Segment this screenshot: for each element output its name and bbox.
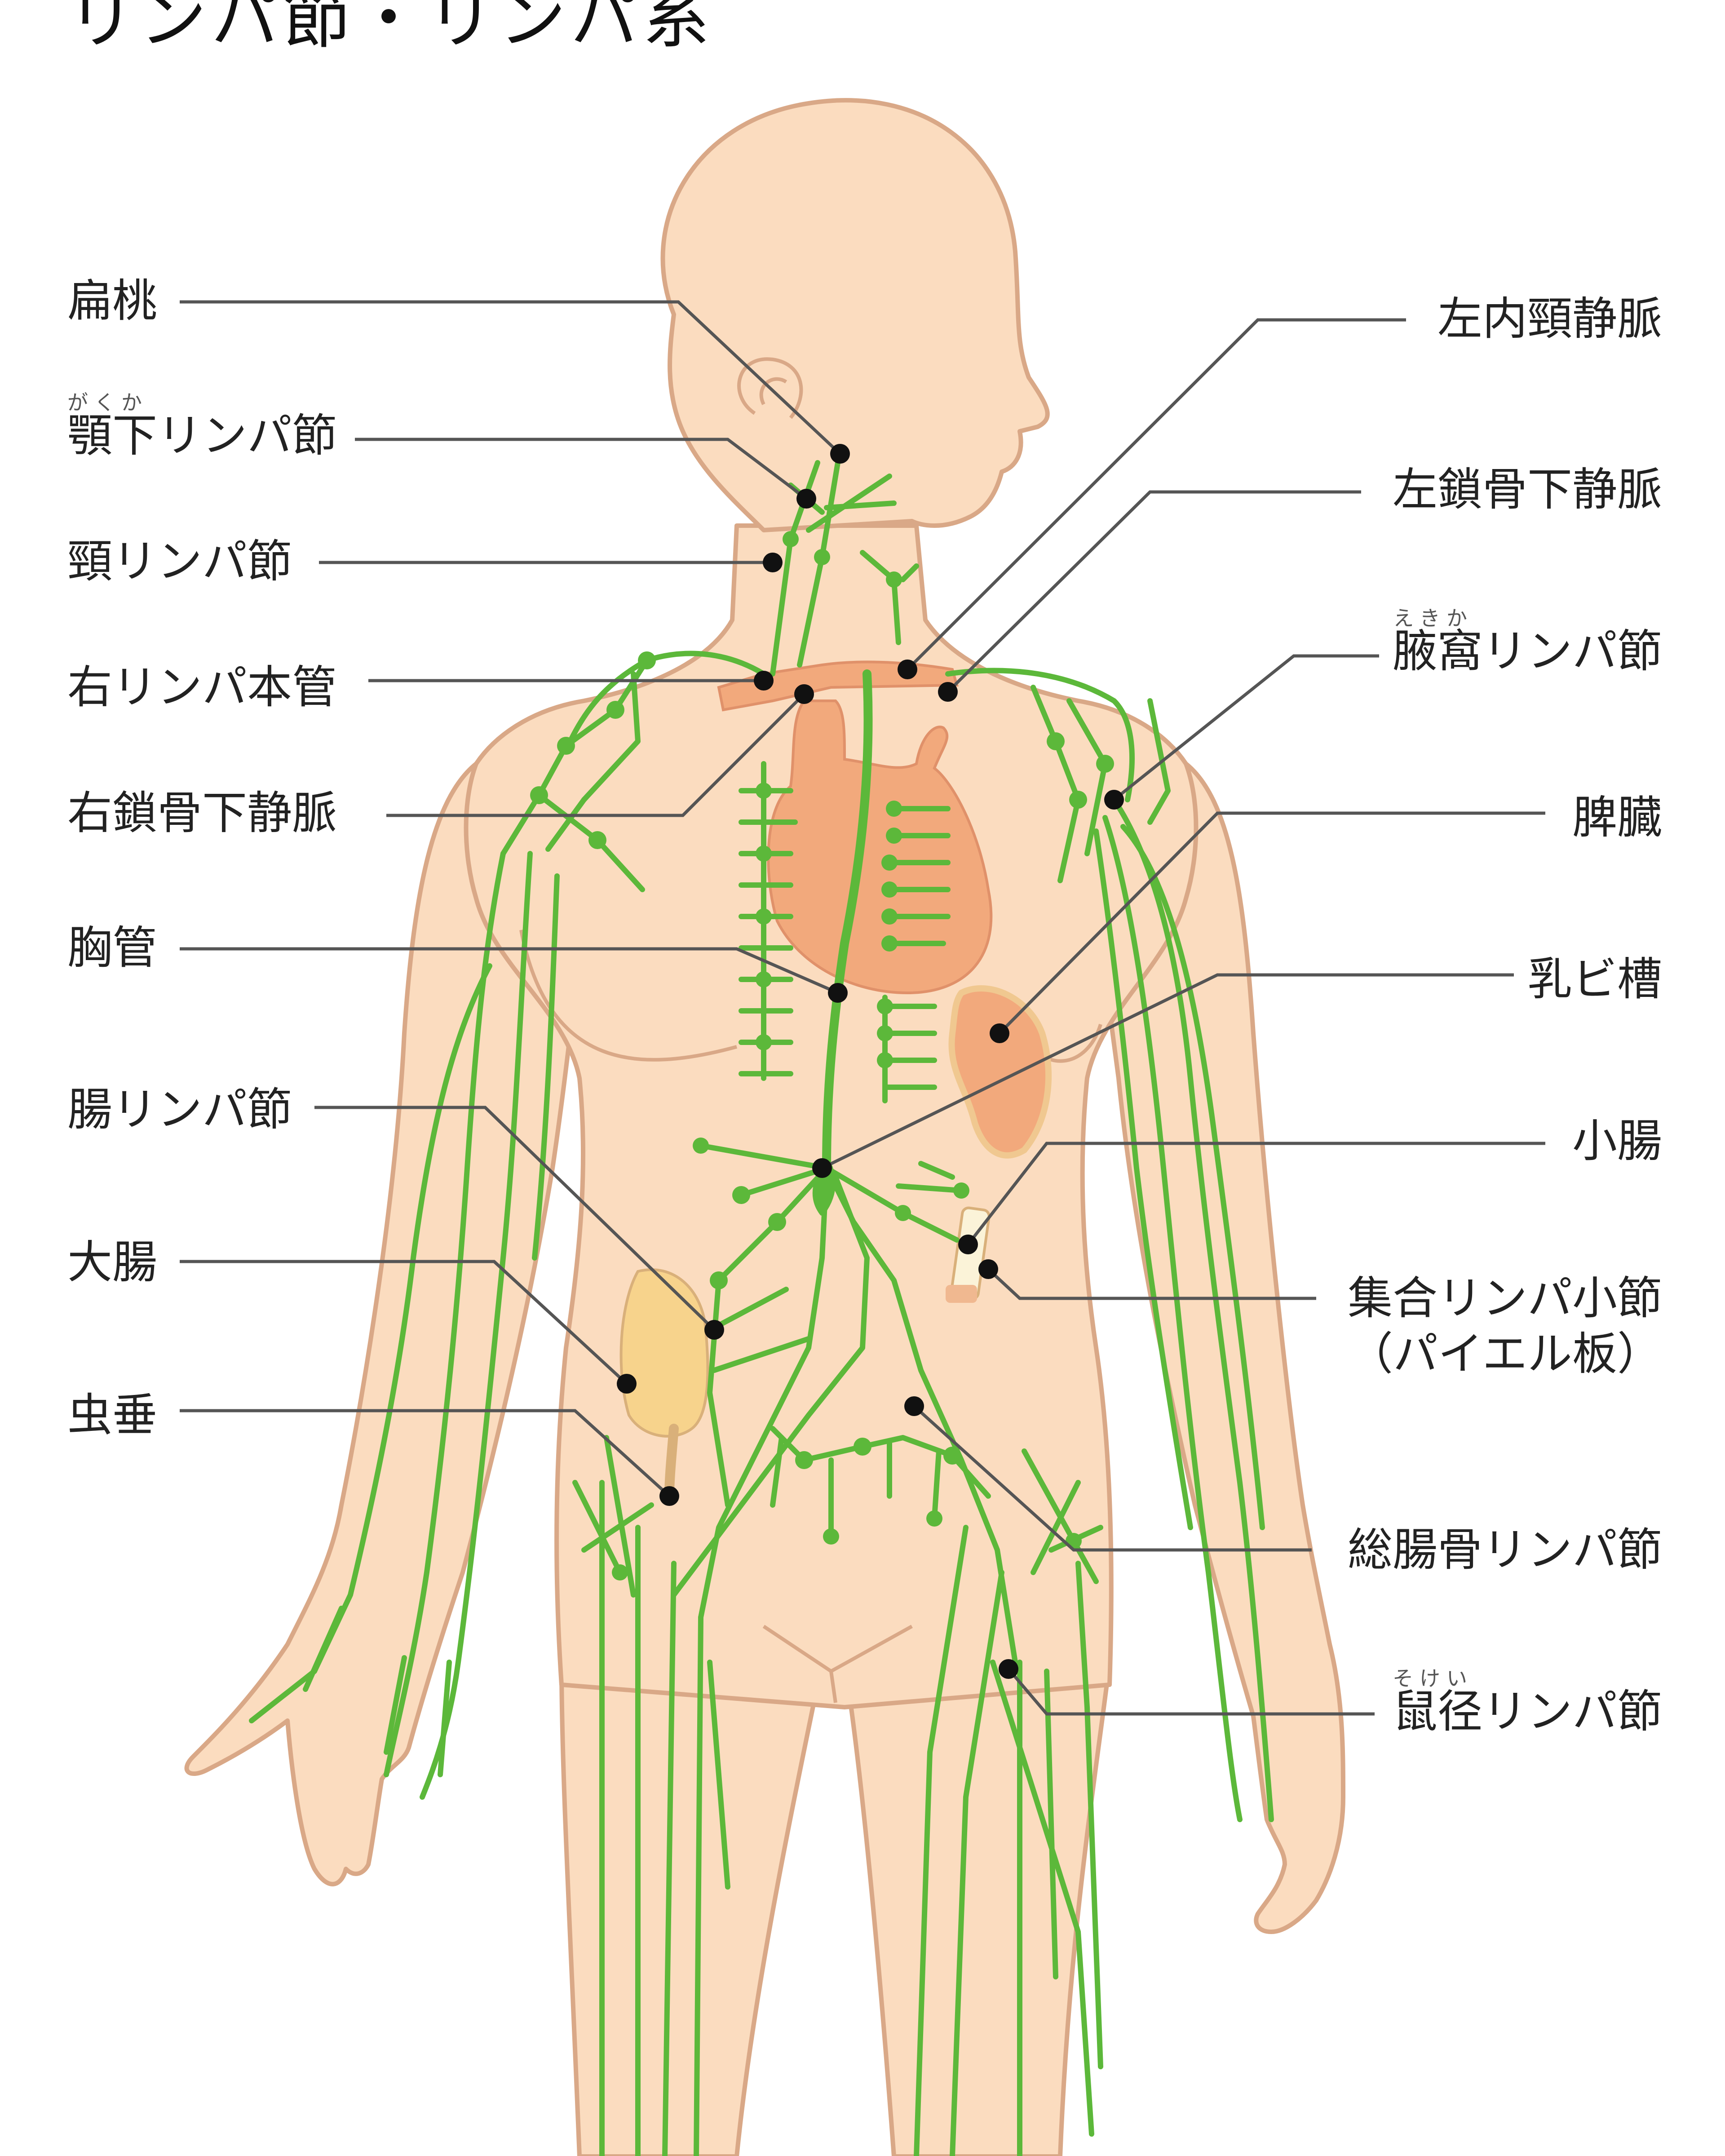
- label-text: 集合リンパ小節: [1348, 1272, 1662, 1324]
- ruby-inguinal-lymph-node: そけい: [1393, 1666, 1473, 1691]
- spleen-marker-dot: [990, 1023, 1009, 1043]
- label-text: 脾臓: [1572, 791, 1662, 844]
- appendix-leader-line: [180, 1409, 671, 1497]
- spleen-leader-line: [998, 811, 1545, 1035]
- ear-outline: [737, 357, 803, 419]
- small-intestine-marker-dot: [958, 1235, 978, 1254]
- label-spleen: 脾臓: [1572, 795, 1662, 840]
- left-internal-jugular-vein-leader-line: [906, 318, 1406, 671]
- label-small-intestine: 小腸: [1572, 1119, 1662, 1164]
- label-text: 左鎖骨下静脈: [1393, 463, 1662, 516]
- subclavian-veins: [717, 660, 959, 712]
- inguinal-lymph-node-marker-dot: [999, 1659, 1018, 1679]
- label-left-subclavian-vein: 左鎖骨下静脈: [1393, 467, 1662, 512]
- peyers-patches-marker-dot: [978, 1259, 998, 1279]
- inguinal-lymph-node-leader-line: [1007, 1668, 1375, 1716]
- label-peyers-patches: 集合リンパ小節（パイエル板）: [1348, 1276, 1662, 1377]
- large-intestine-marker-dot: [617, 1374, 637, 1394]
- label-cisterna-chyli: 乳ビ槽: [1527, 957, 1662, 1002]
- right-lymphatic-duct-marker-dot: [754, 671, 774, 691]
- label-left-internal-jugular-vein: 左内頸静脈: [1438, 297, 1662, 341]
- ruby-submandibular-lymph-node: がくか: [67, 390, 148, 415]
- peyers-patches-leader-line: [987, 1268, 1316, 1300]
- ruby-axillary-lymph-node: えきか: [1393, 606, 1473, 630]
- label-text: 顎下リンパ節: [67, 409, 337, 462]
- label-right-subclavian-vein: 右鎖骨下静脈: [67, 791, 337, 836]
- label-text: 乳ビ槽: [1527, 953, 1662, 1005]
- axillary-lymph-node-leader-line: [1113, 654, 1379, 801]
- intestinal-lymph-node-marker-dot: [704, 1320, 724, 1340]
- appendix-marker-dot: [659, 1486, 679, 1506]
- heart: [767, 699, 993, 995]
- common-iliac-lymph-node-marker-dot: [904, 1396, 924, 1416]
- label-text: 腋窩リンパ節: [1393, 625, 1662, 677]
- cisterna-chyli-marker-dot: [812, 1158, 832, 1178]
- cervical-lymph-node-marker-dot: [763, 553, 783, 572]
- label-text: 虫垂: [67, 1389, 157, 1441]
- peyers-patch-band: [946, 1285, 977, 1303]
- label-text: 左内頸静脈: [1438, 292, 1662, 345]
- label-text: 鼠径リンパ節: [1393, 1685, 1662, 1738]
- label-text: 右リンパ本管: [67, 661, 337, 713]
- label-thoracic-duct: 胸管: [67, 925, 157, 970]
- thoracic-duct-vessel: [822, 669, 873, 1173]
- label-text: 小腸: [1572, 1115, 1662, 1167]
- tonsil-leader-line: [180, 300, 841, 455]
- cisterna-chyli-leader-line: [821, 973, 1514, 1170]
- label-cervical-lymph-node: 頸リンパ節: [67, 539, 292, 584]
- label-text: 胸管: [67, 921, 157, 974]
- left-subclavian-vein-leader-line: [947, 490, 1361, 693]
- label-tonsil: 扁桃: [67, 279, 157, 323]
- submandibular-lymph-node-leader-line: [355, 438, 808, 500]
- label-text: 頸リンパ節: [67, 535, 292, 588]
- label-intestinal-lymph-node: 腸リンパ節: [67, 1087, 292, 1132]
- spleen-organ: [948, 985, 1052, 1159]
- diagram-title: リンパ節・リンパ系: [67, 0, 715, 58]
- submandibular-lymph-node-marker-dot: [796, 489, 816, 509]
- breast-left: [519, 930, 738, 1062]
- leader-lines: [180, 300, 1545, 1716]
- label-right-lymphatic-duct: 右リンパ本管: [67, 665, 337, 710]
- large-intestine-leader-line: [180, 1260, 628, 1385]
- label-appendix: 虫垂: [67, 1393, 157, 1438]
- small-intestine-leader-line: [967, 1142, 1545, 1246]
- label-text: 大腸: [67, 1236, 157, 1288]
- large-intestine-organ: [619, 1268, 709, 1438]
- label-text: 腸リンパ節: [67, 1083, 292, 1136]
- organs: [619, 660, 1052, 1501]
- label-text-line2: （パイエル板）: [1348, 1328, 1662, 1380]
- thoracic-duct-leader-line: [180, 947, 839, 995]
- right-subclavian-vein-leader-line: [386, 693, 805, 817]
- thoracic-duct-marker-dot: [828, 983, 848, 1003]
- label-inguinal-lymph-node: 鼠径リンパ節: [1393, 1689, 1662, 1734]
- crotch-line: [829, 1671, 837, 1703]
- label-text: 総腸骨リンパ節: [1348, 1523, 1662, 1576]
- intestinal-lymph-node-leader-line: [314, 1106, 716, 1331]
- right-subclavian-vein-marker-dot: [794, 684, 814, 704]
- tonsil-marker-dot: [830, 444, 850, 464]
- left-internal-jugular-vein-marker-dot: [898, 660, 917, 679]
- lymph-node-beads: [530, 531, 1114, 1580]
- label-text: 扁桃: [67, 274, 157, 327]
- left-subclavian-vein-marker-dot: [938, 682, 958, 702]
- label-submandibular-lymph-node: 顎下リンパ節: [67, 413, 337, 458]
- appendix-organ: [664, 1424, 679, 1501]
- label-text: 右鎖骨下静脈: [67, 787, 337, 839]
- common-iliac-lymph-node-leader-line: [913, 1405, 1312, 1552]
- axillary-lymph-node-marker-dot: [1104, 790, 1124, 810]
- label-axillary-lymph-node: 腋窩リンパ節: [1393, 629, 1662, 674]
- label-large-intestine: 大腸: [67, 1240, 157, 1285]
- label-common-iliac-lymph-node: 総腸骨リンパ節: [1348, 1527, 1662, 1572]
